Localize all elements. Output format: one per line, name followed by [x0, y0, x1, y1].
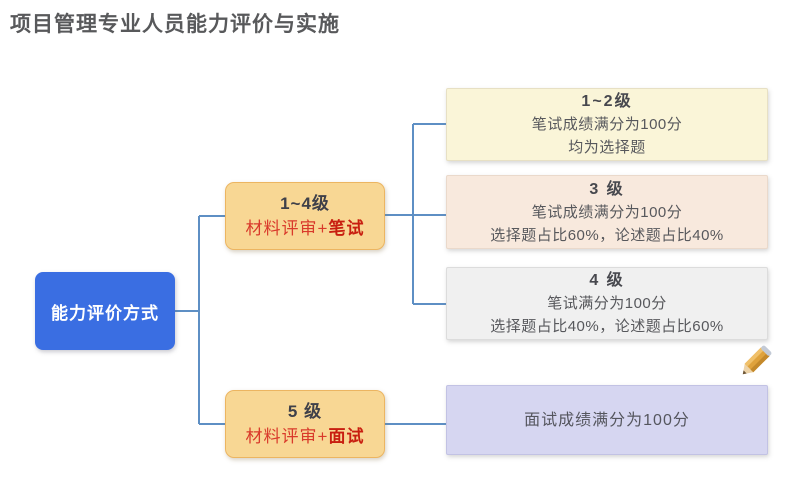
node-level-1-4: 1~4级 材料评审+笔试: [225, 182, 385, 250]
connector-branch1-to-leaves: [385, 123, 446, 305]
pencil-icon: [742, 345, 772, 375]
page-title: 项目管理专业人员能力评价与实施: [10, 13, 340, 36]
leaf-heading: 1~2级: [581, 93, 633, 110]
node-leaf-interview: 面试成绩满分为100分: [446, 385, 768, 455]
leaf-line-2: 均为选择题: [568, 139, 646, 156]
branch-method-label: 材料评审+笔试: [246, 216, 365, 241]
node-leaf-level-1-2: 1~2级 笔试成绩满分为100分 均为选择题: [446, 88, 768, 161]
leaf-heading: 3 级: [589, 180, 625, 198]
leaf-line-2: 选择题占比40%，论述题占比60%: [490, 318, 724, 335]
leaf-line-1: 笔试成绩满分为100分: [531, 203, 683, 221]
branch-method-emphasis: 笔试: [328, 219, 365, 238]
leaf-line-1: 笔试成绩满分为100分: [531, 116, 683, 133]
node-leaf-level-4: 4 级 笔试满分为100分 选择题占比40%，论述题占比60%: [446, 267, 768, 340]
node-level-5: 5 级 材料评审+面试: [225, 390, 385, 458]
leaf-line-1: 笔试满分为100分: [547, 295, 667, 312]
branch-method-label: 材料评审+面试: [246, 424, 365, 449]
leaf-heading: 4 级: [589, 272, 625, 289]
node-leaf-level-3: 3 级 笔试成绩满分为100分 选择题占比60%，论述题占比40%: [446, 175, 768, 249]
leaf-line-2: 选择题占比60%，论述题占比40%: [490, 226, 724, 244]
branch-method-emphasis: 面试: [328, 427, 365, 446]
branch-method-prefix: 材料评审+: [245, 427, 329, 446]
leaf-line-1: 面试成绩满分为100分: [524, 411, 690, 429]
branch-level-label: 1~4级: [280, 194, 330, 213]
root-label: 能力评价方式: [51, 303, 159, 323]
branch-method-prefix: 材料评审+: [245, 219, 329, 238]
branch-level-label: 5 级: [287, 402, 323, 421]
node-evaluation-method: 能力评价方式: [35, 272, 175, 350]
connector-root-to-branches: [175, 215, 225, 425]
